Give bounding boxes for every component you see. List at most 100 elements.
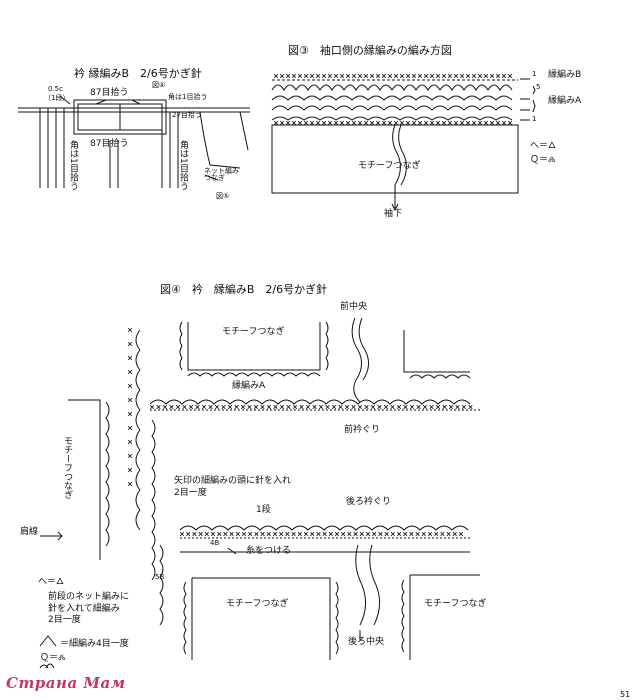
stitch-x-mark xyxy=(298,532,302,536)
stitch-x-mark xyxy=(434,532,438,536)
stitch-x-mark xyxy=(354,532,358,536)
stitch-x-mark xyxy=(379,532,383,536)
stitch-x-mark xyxy=(128,370,132,374)
fig4-legend-3: ＝細編み4目一度 xyxy=(60,639,129,649)
stitch-x-mark xyxy=(273,532,277,536)
stitch-x-mark xyxy=(298,121,302,125)
stitch-x-mark xyxy=(304,532,308,536)
fig4-row1: 1段 xyxy=(256,505,271,515)
stitch-x-mark xyxy=(448,74,452,78)
stitch-x-mark xyxy=(366,532,370,536)
stitch-x-mark xyxy=(508,121,512,125)
collar-edging-diagram xyxy=(40,318,480,668)
stitch-x-mark xyxy=(261,405,265,409)
stitch-x-mark xyxy=(436,405,440,409)
stitch-x-mark xyxy=(449,405,453,409)
fig4-title: 図④ 衿 縁編みB 2/6号かぎ針 xyxy=(160,283,328,296)
stitch-x-mark xyxy=(292,74,296,78)
stitch-x-mark xyxy=(352,405,356,409)
fig3-motif-join: モチーフつなぎ xyxy=(358,161,421,171)
stitch-x-mark xyxy=(334,121,338,125)
fig4-count-4b: 4B xyxy=(210,539,220,547)
stitch-x-mark xyxy=(448,121,452,125)
stitch-x-mark xyxy=(328,121,332,125)
stitch-x-mark xyxy=(472,74,476,78)
stitch-x-mark xyxy=(286,121,290,125)
stitch-x-mark xyxy=(211,532,215,536)
fig3-legend-a: へ＝🜂 xyxy=(530,141,556,151)
stitch-x-mark xyxy=(128,384,132,388)
stitch-x-mark xyxy=(371,405,375,409)
stitch-x-mark xyxy=(412,121,416,125)
stitch-x-mark xyxy=(391,405,395,409)
fig3-edging-b: 縁編みB xyxy=(548,70,582,80)
stitch-x-mark xyxy=(365,405,369,409)
stitch-x-mark xyxy=(317,532,321,536)
collar-schematic-title: 衿 縁編みB 2/6号かぎ針 xyxy=(74,67,202,80)
stitch-x-mark xyxy=(364,121,368,125)
stitch-x-mark xyxy=(358,74,362,78)
stitch-x-mark xyxy=(460,74,464,78)
stitch-x-mark xyxy=(310,74,314,78)
stitch-x-mark xyxy=(128,342,132,346)
corner-left-label: 角は1目拾う xyxy=(68,140,78,191)
stitch-x-mark xyxy=(472,121,476,125)
count-27-label: 27目拾う xyxy=(172,111,202,119)
fig4-shoulder: 肩線 xyxy=(20,527,39,537)
stitch-x-mark xyxy=(484,74,488,78)
net-join-label: ネット編み つなぎ xyxy=(204,167,239,182)
fig4-motif-bottom-left: モチーフつなぎ xyxy=(226,599,289,609)
stitch-x-mark xyxy=(370,121,374,125)
stitch-x-mark xyxy=(436,121,440,125)
stitch-x-mark xyxy=(466,121,470,125)
stitches-top-label: 87目拾う xyxy=(90,88,129,98)
stitch-x-mark xyxy=(183,405,187,409)
collar-schematic xyxy=(18,96,250,188)
stitch-x-mark xyxy=(326,405,330,409)
stitch-x-mark xyxy=(230,532,234,536)
stitch-x-mark xyxy=(189,405,193,409)
stitch-x-mark xyxy=(352,74,356,78)
stitch-x-mark xyxy=(400,74,404,78)
stitch-x-mark xyxy=(202,405,206,409)
stitch-x-mark xyxy=(310,532,314,536)
stitch-x-mark xyxy=(382,74,386,78)
stitch-x-mark xyxy=(287,405,291,409)
stitch-x-mark xyxy=(423,405,427,409)
stitch-x-mark xyxy=(128,426,132,430)
stitch-x-mark xyxy=(313,405,317,409)
stitch-x-mark xyxy=(490,121,494,125)
stitch-x-mark xyxy=(478,121,482,125)
stitch-x-mark xyxy=(292,532,296,536)
stitch-x-mark xyxy=(199,532,203,536)
stitch-x-mark xyxy=(298,74,302,78)
stitch-marks xyxy=(128,74,512,536)
stitch-x-mark xyxy=(196,405,200,409)
stitch-x-mark xyxy=(442,121,446,125)
ref-fig4-label: 図④ xyxy=(152,81,166,89)
stitch-x-mark xyxy=(460,121,464,125)
stitch-x-mark xyxy=(454,121,458,125)
stitch-x-mark xyxy=(128,398,132,402)
stitch-x-mark xyxy=(459,532,463,536)
stitch-x-mark xyxy=(157,405,161,409)
stitch-x-mark xyxy=(332,405,336,409)
stitch-x-mark xyxy=(508,74,512,78)
stitch-x-mark xyxy=(346,121,350,125)
stitch-x-mark xyxy=(478,74,482,78)
stitch-x-mark xyxy=(382,121,386,125)
stitch-x-mark xyxy=(274,74,278,78)
stitch-x-mark xyxy=(430,405,434,409)
stitch-x-mark xyxy=(242,532,246,536)
stitch-x-mark xyxy=(442,74,446,78)
fig3-sleeve-under: 袖下 xyxy=(384,209,403,219)
stitch-x-mark xyxy=(364,74,368,78)
stitch-x-mark xyxy=(193,532,197,536)
stitch-x-mark xyxy=(406,74,410,78)
stitch-x-mark xyxy=(358,405,362,409)
stitch-x-mark xyxy=(358,121,362,125)
fig4-back-neck: 後ろ衿ぐり xyxy=(346,497,392,507)
stitch-x-mark xyxy=(430,121,434,125)
stitch-x-mark xyxy=(322,121,326,125)
stitch-x-mark xyxy=(316,74,320,78)
